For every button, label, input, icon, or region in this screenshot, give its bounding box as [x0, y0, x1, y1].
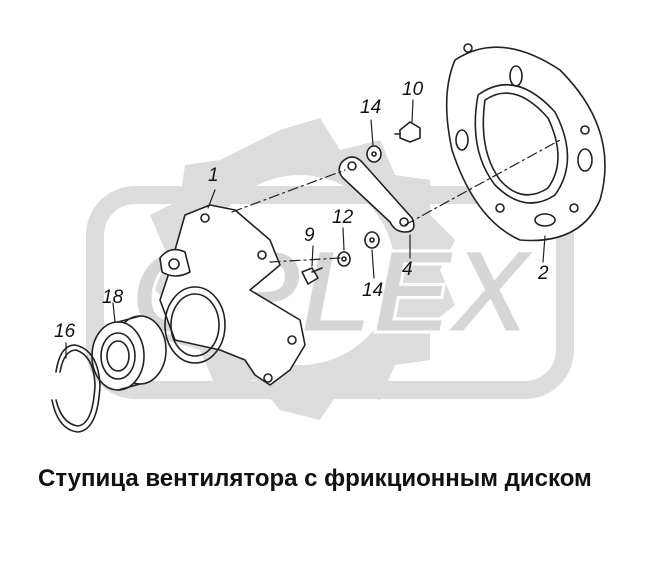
fan-hub	[159, 204, 306, 386]
callout-part-9: 9	[304, 225, 315, 246]
link-plate	[338, 156, 415, 233]
bolt-small	[301, 267, 323, 285]
callout-part-2: 2	[538, 263, 549, 284]
bolt-large	[394, 121, 421, 143]
assembly-axis-lines	[231, 139, 561, 263]
spacer	[337, 251, 351, 267]
callout-part-18: 18	[102, 287, 124, 308]
friction-disc-flange	[445, 43, 606, 242]
callout-part-16: 16	[54, 321, 76, 342]
callout-leader-lines	[65, 99, 546, 359]
bearing	[91, 315, 167, 391]
callout-part-12: 12	[332, 207, 354, 228]
callout-part-1: 1	[208, 165, 219, 186]
callout-part-4: 4	[402, 259, 413, 280]
washer-bottom	[364, 231, 380, 249]
watermark-frame	[86, 186, 574, 399]
diagram-caption: Ступица вентилятора с фрикционным диском	[38, 465, 592, 492]
retaining-ring	[51, 344, 101, 433]
callout-part-10: 10	[402, 79, 424, 100]
callout-part-14-bottom: 14	[362, 280, 384, 301]
washer-top	[366, 145, 382, 163]
exploded-assembly-diagram: OPLEX	[51, 43, 606, 433]
callout-part-14-top: 14	[360, 97, 382, 118]
